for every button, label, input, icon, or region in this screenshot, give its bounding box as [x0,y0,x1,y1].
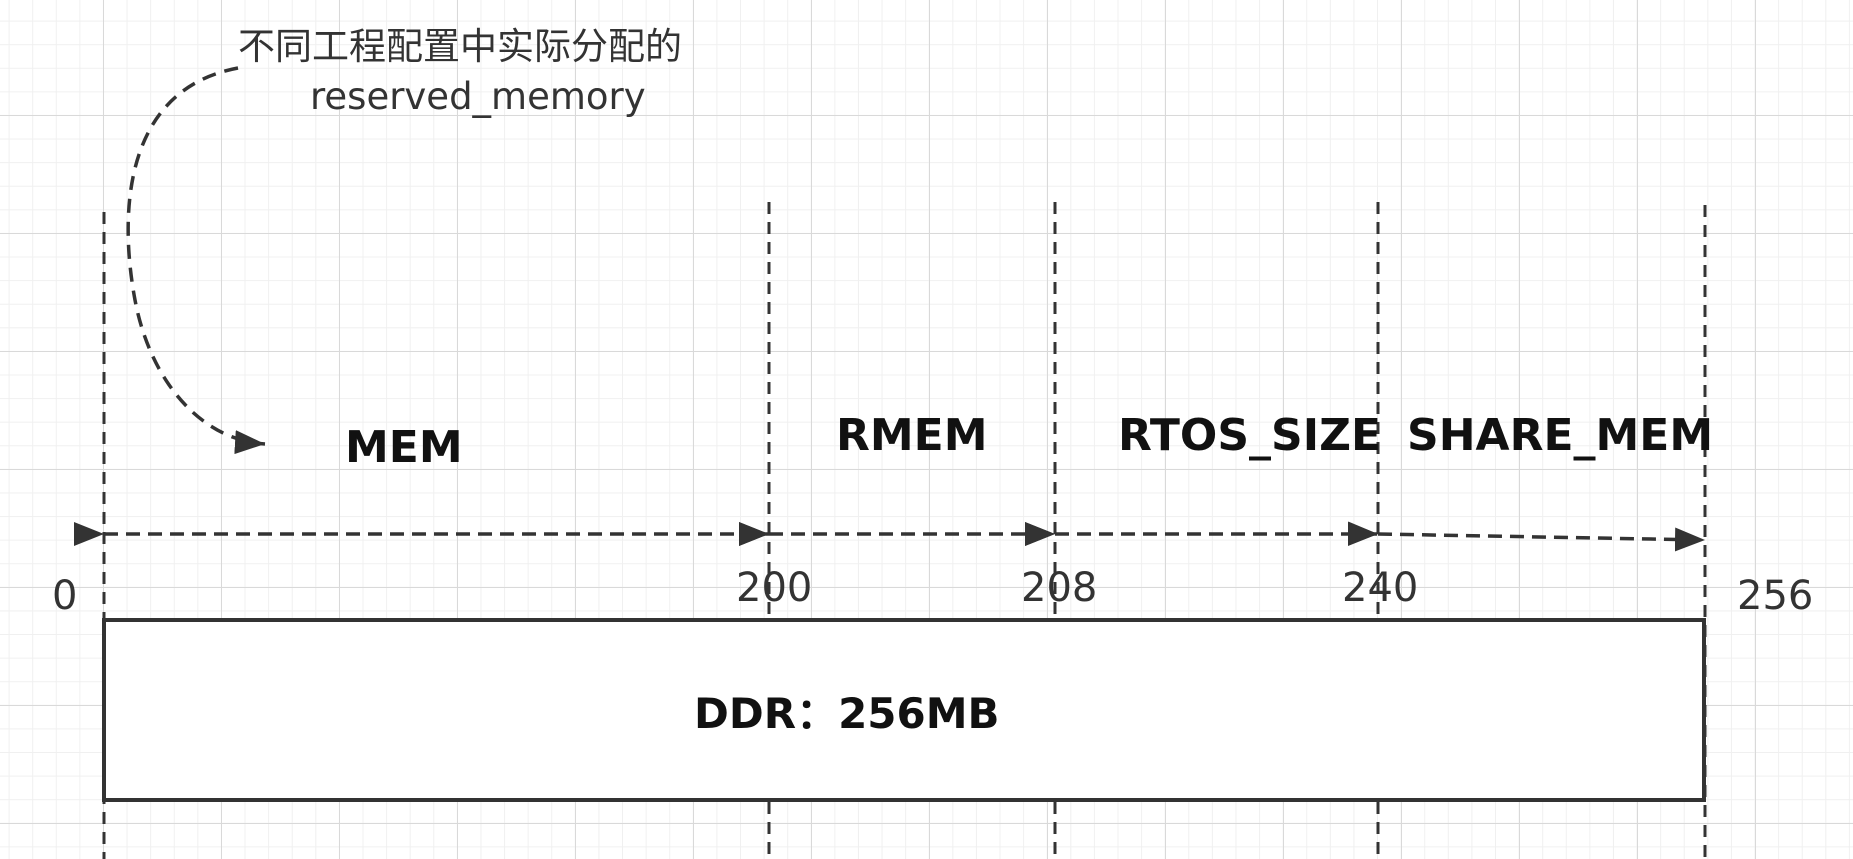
annotation-line-2: reserved_memory [310,75,646,118]
tick-label-0: 0 [52,573,78,619]
ddr-block [102,618,1706,802]
share-mem-range-arrow [1347,521,1706,552]
tick-label-256: 256 [1737,573,1814,619]
ddr-label: DDR：256MB [694,689,1000,738]
segment-label-rmem: RMEM [836,410,988,461]
annotation-curve-arrow [126,66,266,455]
segment-label-mem: MEM [345,422,463,473]
tick-label-240: 240 [1342,565,1419,611]
tick-label-208: 208 [1021,565,1098,611]
segment-label-share-mem: SHARE_MEM [1407,410,1714,461]
segment-label-rtos-size: RTOS_SIZE [1118,410,1382,461]
annotation-line-1: 不同工程配置中实际分配的 [238,25,682,68]
tick-label-200: 200 [736,565,813,611]
